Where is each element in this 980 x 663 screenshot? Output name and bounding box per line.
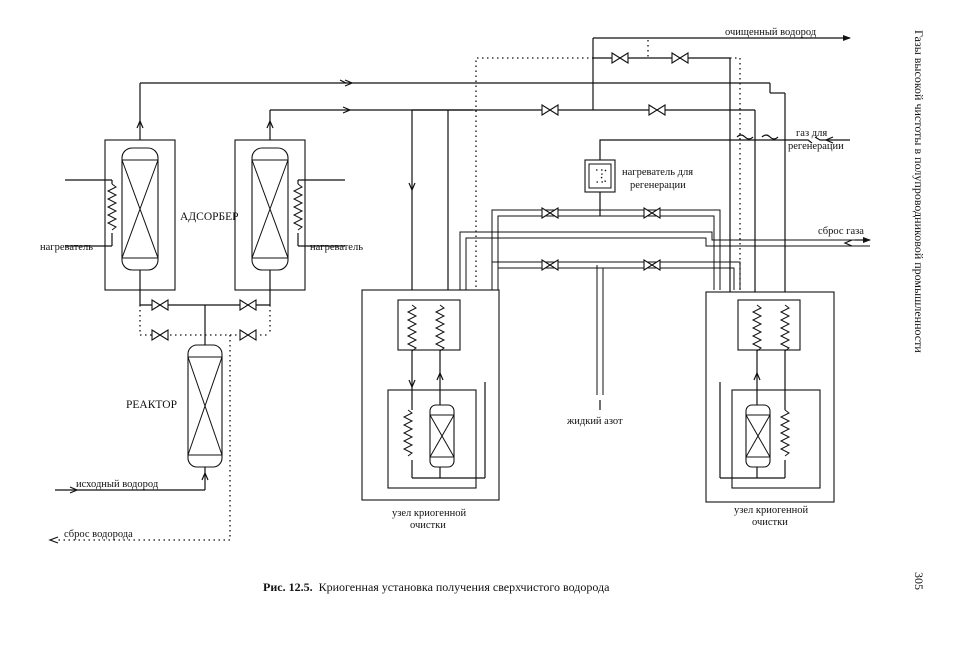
regen-gas-label-2: регенерации (788, 141, 844, 152)
adsorber-right (234, 110, 345, 305)
figure-number: Рис. 12.5. (263, 580, 313, 594)
cryo-bypass-line (447, 104, 756, 292)
heater-right-label: нагреватель (310, 242, 363, 253)
adsorber-left (65, 83, 176, 305)
regen-heater-label-1: нагреватель для (622, 167, 693, 178)
feed-hydrogen-label: исходный водород (76, 479, 159, 490)
cryo-unit-left-label-2: очистки (410, 520, 446, 531)
regeneration-gas-inlet (599, 134, 850, 160)
purified-hydrogen-label: очищенный водород (725, 27, 817, 38)
regeneration-heater (584, 159, 616, 210)
cryo-unit-right-label-2: очистки (752, 517, 788, 528)
adsorber-label: АДСОРБЕР (180, 211, 239, 223)
purified-hydrogen-outlet (592, 35, 851, 292)
hydrogen-vent-label: сброс водорода (64, 529, 133, 540)
reactor-label: РЕАКТОР (126, 399, 177, 411)
running-title: Газы высокой чистоты в полупроводниковой… (912, 30, 926, 353)
adsorber-valve-manifold (48, 299, 271, 544)
flow-arrow (136, 119, 144, 129)
page-number: 305 (912, 572, 926, 590)
cryo-unit-right (705, 291, 835, 503)
figure-caption: Рис. 12.5. Криогенная установка получения… (263, 580, 610, 594)
insulated-manifold (459, 207, 871, 290)
gas-vent-label: сброс газа (818, 226, 864, 237)
regen-gas-label-1: газ для (796, 128, 827, 139)
reactor (55, 344, 223, 494)
cryo-unit-right-label-1: узел криогенной (734, 505, 808, 516)
regen-heater-label-2: регенерации (630, 180, 686, 191)
liquid-nitrogen-label: жидкий азот (566, 416, 623, 427)
heater-left-label: нагреватель (40, 242, 93, 253)
cryo-unit-left (361, 289, 500, 501)
liquid-nitrogen-line (596, 265, 604, 410)
figure-title: Криогенная установка получения сверхчист… (319, 580, 611, 594)
flow-arrow (408, 182, 416, 192)
cryo-unit-left-label-1: узел криогенной (392, 508, 466, 519)
